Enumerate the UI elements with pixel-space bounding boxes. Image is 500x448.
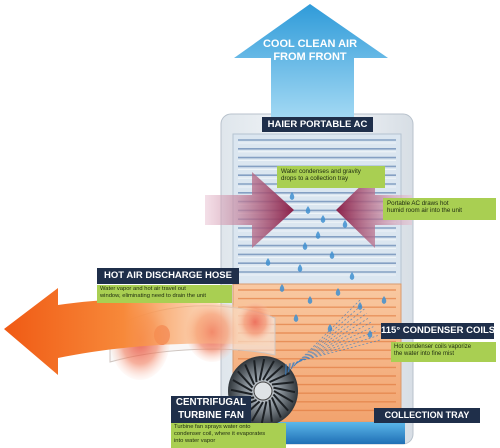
fan-blade <box>230 388 253 396</box>
coils-label: 115° CONDENSER COILS <box>381 323 495 339</box>
spray-line <box>284 317 370 371</box>
water-droplet <box>381 296 387 304</box>
water-droplet <box>302 242 308 250</box>
fan-blade <box>268 399 273 422</box>
spray-line <box>284 326 374 369</box>
hot-air-arrow <box>4 288 270 375</box>
water-droplet <box>320 215 326 223</box>
spray-line <box>284 321 372 370</box>
fan-note: Turbine fan sprays water onto condenser … <box>171 423 286 448</box>
hose-note-line-1: Water vapor and hot air travel out <box>100 286 186 292</box>
water-droplet <box>327 324 333 332</box>
condense-note-line-1: Water condenses and gravity <box>281 168 361 175</box>
water-droplets <box>265 192 387 338</box>
water-droplet <box>279 284 285 292</box>
intake-note-line-2: humid room air into the unit <box>387 207 462 215</box>
spray-line <box>284 339 381 366</box>
fan-blade <box>260 401 268 424</box>
water-droplet <box>265 258 271 266</box>
fan-blade <box>271 381 294 386</box>
water-spray <box>284 299 381 376</box>
water-droplet <box>293 314 299 322</box>
fan-blade <box>232 379 253 392</box>
fan-label-line-2: TURBINE FAN <box>178 409 244 421</box>
coils-note-line-1: Hot condenser coils vaporize <box>394 344 472 350</box>
fan-blade <box>258 358 266 381</box>
water-droplet <box>349 272 355 280</box>
intake-note-line-1: Portable AC draws hot <box>387 200 449 207</box>
water-droplet <box>297 264 303 272</box>
cool-air-line-2: FROM FRONT <box>273 50 347 63</box>
fan-blade <box>265 365 284 382</box>
fan-blade <box>244 364 256 385</box>
fan-note-line-3: into water vapor <box>174 437 216 444</box>
water-droplet <box>305 206 311 214</box>
coils-note: Hot condenser coils vaporize the water i… <box>391 342 496 362</box>
water-droplet <box>367 330 373 338</box>
fan-blade <box>262 360 275 381</box>
fan-note-line-2: condenser coil, where it evaporates <box>174 430 266 437</box>
tray-label: COLLECTION TRAY <box>374 408 480 423</box>
fan-blade <box>253 360 258 383</box>
water-droplet <box>289 192 295 200</box>
water-droplet <box>315 231 321 239</box>
fan-blade <box>273 386 296 394</box>
fan-blade <box>273 390 294 403</box>
water-droplet <box>342 220 348 228</box>
spray-line <box>284 335 378 367</box>
unit-title: HAIER PORTABLE AC <box>262 117 373 132</box>
fan-blade <box>251 401 264 422</box>
spray-line <box>284 330 376 368</box>
fan-blade <box>272 393 289 412</box>
fan-label: CENTRIFUGAL TURBINE FAN <box>171 396 251 423</box>
coils-note-line-2: the water into fine mist <box>394 351 455 358</box>
fan-blade <box>270 397 282 418</box>
fan-blade <box>237 370 254 389</box>
fan-note-line-1: Turbine fan sprays water onto <box>174 424 251 430</box>
hose-note-line-2: window, eliminating need to drain the un… <box>100 292 207 299</box>
fan-label-line-1: CENTRIFUGAL <box>175 397 247 408</box>
intake-arrow-right <box>336 172 412 248</box>
water-droplet <box>329 251 335 259</box>
fan-blade <box>269 372 290 384</box>
intake-note: Portable AC draws hot humid room air int… <box>383 198 496 220</box>
hose-label: HOT AIR DISCHARGE HOSE <box>97 268 239 284</box>
condense-note-line-2: drops to a collection tray <box>281 175 349 183</box>
cool-air-text: COOL CLEAN AIR FROM FRONT <box>252 38 368 63</box>
cool-air-line-1: COOL CLEAN AIR <box>262 38 358 50</box>
hose-note: Water vapor and hot air travel out windo… <box>97 285 232 303</box>
cool-air-arrow <box>234 4 388 124</box>
condense-note: Water condenses and gravity drops to a c… <box>277 166 385 188</box>
water-droplet <box>335 288 341 296</box>
intake-arrow-left <box>205 172 294 248</box>
water-droplet <box>307 296 313 304</box>
